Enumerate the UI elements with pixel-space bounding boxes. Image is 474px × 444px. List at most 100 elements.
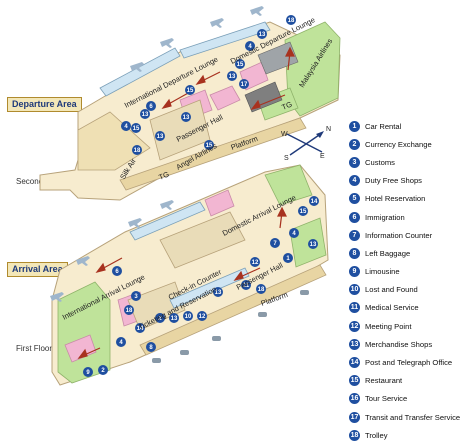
marker-1: 1	[283, 253, 293, 263]
compass-s: S	[284, 155, 289, 162]
airport-map: 18 13 4 15 13 17 15 6 13 4 15 13 13 18 1…	[39, 6, 341, 386]
svg-text:15: 15	[206, 143, 213, 149]
legend-label: Limousine	[365, 267, 400, 277]
car-icon	[212, 336, 221, 341]
legend-number-badge: 3	[349, 156, 360, 168]
airplane-icon	[250, 6, 264, 16]
svg-text:18: 18	[258, 287, 265, 293]
legend-label: Information Counter	[365, 230, 433, 240]
departure-airplane-icons	[130, 6, 264, 72]
airplane-icon	[160, 200, 174, 210]
marker-13c: 13	[140, 109, 150, 119]
svg-text:13: 13	[183, 115, 190, 121]
legend-label: Transit and Transfer Service	[365, 412, 461, 422]
marker-13b: 13	[213, 287, 223, 297]
marker-13: 13	[308, 239, 318, 249]
legend-number-badge: 13	[349, 338, 360, 350]
ticketing-block	[127, 281, 186, 331]
marker-7: 7	[270, 238, 280, 248]
departure-lounge-block	[149, 99, 211, 161]
marker-12: 12	[250, 257, 260, 267]
departure-platform-strip	[119, 117, 307, 191]
svg-text:4: 4	[124, 124, 128, 130]
airplane-icon	[130, 62, 144, 72]
legend-label: Customs	[365, 157, 395, 167]
legend-label: Immigration	[365, 212, 405, 222]
svg-text:4: 4	[119, 340, 123, 346]
car-icon	[300, 290, 309, 295]
svg-text:3: 3	[134, 294, 138, 300]
svg-text:17: 17	[241, 82, 248, 88]
svg-text:11: 11	[243, 283, 250, 289]
svg-text:15: 15	[237, 62, 244, 68]
legend-number-badge: 18	[349, 429, 360, 441]
marker-11: 11	[241, 280, 251, 290]
marker-13e: 13	[155, 131, 165, 141]
car-icon	[180, 350, 189, 355]
arrival-glass-corridor	[129, 201, 206, 241]
legend-number-badge: 2	[349, 138, 360, 150]
legend-label: Lost and Found	[365, 285, 418, 295]
departure-flow-arrows	[161, 46, 295, 110]
svg-text:13: 13	[171, 316, 178, 322]
marker-4: 4	[289, 228, 299, 238]
svg-text:8: 8	[149, 345, 153, 351]
marker-13: 13	[257, 29, 267, 39]
marker-18b: 18	[124, 305, 134, 315]
car-icon	[258, 312, 267, 317]
marker-12b: 12	[197, 311, 207, 321]
airplane-icon	[76, 256, 90, 266]
legend-label: Trolley	[365, 430, 388, 440]
svg-text:4: 4	[292, 231, 296, 237]
marker-14: 14	[309, 196, 319, 206]
marker-2b: 2	[98, 365, 108, 375]
svg-text:18: 18	[126, 308, 133, 314]
departure-gray-block	[257, 41, 299, 75]
airplane-icon	[160, 38, 174, 48]
svg-text:13: 13	[157, 134, 164, 140]
legend-item: 3 Customs	[349, 153, 474, 171]
legend-item: 18 Trolley	[349, 426, 474, 444]
marker-10: 10	[183, 311, 193, 321]
tg-label-right: TG	[280, 100, 293, 112]
marker-15b: 15	[185, 85, 195, 95]
legend-number-badge: 7	[349, 229, 360, 241]
legend-label: Car Rental	[365, 121, 402, 131]
legend-number-badge: 8	[349, 247, 360, 259]
svg-text:13: 13	[259, 32, 266, 38]
legend-label: Tour Service	[365, 394, 408, 404]
legend-number-badge: 12	[349, 320, 360, 332]
marker-3: 3	[131, 291, 141, 301]
marker-6: 6	[146, 101, 156, 111]
arrival-pink-block-1	[204, 189, 235, 217]
legend-number-badge: 5	[349, 193, 360, 205]
departure-area-tag: Departure Area	[7, 97, 82, 112]
legend-item: 6 Immigration	[349, 208, 474, 226]
marker-9: 9	[83, 367, 93, 377]
departure-glass-corridor-right	[179, 21, 271, 59]
legend-number-badge: 4	[349, 175, 360, 187]
first-floor-label: First Floor	[16, 344, 52, 353]
arrival-airplane-icons	[50, 200, 174, 302]
legend-number-badge: 6	[349, 211, 360, 223]
airplane-icon	[128, 218, 142, 228]
arrival-right-green-block-2	[289, 217, 327, 268]
legend-item: 7 Information Counter	[349, 226, 474, 244]
marker-8: 8	[146, 342, 156, 352]
marker-18b: 18	[132, 145, 142, 155]
marker-13d: 13	[181, 112, 191, 122]
arrival-markers: 14 15 4 13 7 1 12 11 18 13 12 10 13 2 8 …	[83, 196, 319, 377]
compass-rose: N W S E	[281, 126, 331, 162]
marker-4b: 4	[121, 121, 131, 131]
legend-number-badge: 16	[349, 393, 360, 405]
svg-text:13: 13	[310, 242, 317, 248]
